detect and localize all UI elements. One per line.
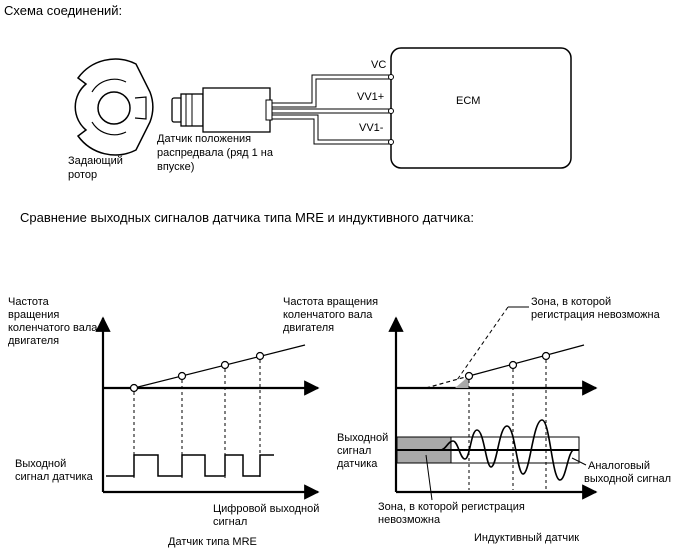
ind-analog-label-2: выходной сигнал	[584, 473, 671, 485]
mre-point-3	[220, 360, 230, 370]
ecm-box	[390, 47, 572, 169]
ind-y-lower-label-1: Выходной	[337, 432, 388, 444]
ind-zone-top-leader	[456, 306, 509, 381]
mre-line-label-2: коленчатого вала	[283, 309, 373, 321]
camshaft-sensor-icon	[171, 87, 273, 133]
ind-rpm-line	[468, 344, 585, 377]
mre-point-4	[255, 351, 265, 361]
mre-caption: Датчик типа MRE	[168, 536, 257, 548]
ind-y-lower-label-3: датчика	[337, 458, 378, 470]
mre-line-label-3: двигателя	[283, 322, 334, 334]
inductive-chart: Зона, в которой регистрация невозможна	[337, 296, 671, 544]
comparison-title: Сравнение выходных сигналов датчика типа…	[20, 210, 474, 225]
ind-analog-pointer	[571, 457, 587, 466]
ecm-pin-vv1-plus: VV1+	[357, 91, 384, 103]
ind-y-lower-label-2: сигнал	[337, 445, 371, 457]
ecm-pin-vv1-minus: VV1-	[359, 122, 384, 134]
mre-rpm-line	[133, 344, 306, 389]
mre-x-lower-label-1: Цифровой выходной	[213, 503, 319, 515]
ind-upper-dead-zone	[455, 376, 469, 388]
mre-y-upper-label-4: двигателя	[8, 335, 59, 347]
ind-caption: Индуктивный датчик	[474, 532, 579, 544]
ecm-terminals	[388, 74, 394, 145]
mre-y-lower-label-2: сигнал датчика	[15, 471, 94, 483]
rotor-label-line1: Задающий	[68, 155, 123, 167]
mre-line-label-1: Частота вращения	[283, 296, 378, 308]
connection-diagram-title: Схема соединений:	[4, 3, 122, 18]
mre-y-upper-label-2: вращения	[8, 309, 59, 321]
ind-zone-bottom-label-1: Зона, в которой регистрация	[378, 501, 525, 513]
mre-dashed-guides	[133, 360, 261, 478]
ecm-label: ECM	[456, 95, 480, 107]
timing-rotor-icon	[74, 58, 154, 156]
ind-point-2	[508, 360, 518, 370]
sensor-label-line1: Датчик положения	[157, 133, 251, 145]
ind-point-3	[541, 351, 551, 361]
ind-zone-bottom-label-2: невозможна	[378, 514, 441, 526]
wiring	[272, 74, 391, 145]
mre-rpm-points	[129, 351, 265, 393]
ind-zone-top-label-1: Зона, в которой	[531, 296, 611, 308]
rotor-label-line2: ротор	[68, 169, 97, 181]
mre-y-upper-label-1: Частота	[8, 296, 50, 308]
ind-rpm-points	[464, 351, 551, 381]
mre-x-lower-label-2: сигнал	[213, 516, 247, 528]
ind-zone-top-label-2: регистрация невозможна	[531, 309, 661, 321]
mre-chart: Частота вращения коленчатого вала двигат…	[8, 296, 378, 548]
mre-digital-signal	[106, 454, 274, 477]
sensor-label-line2: распредвала (ряд 1 на	[157, 147, 274, 159]
sensor-label-line3: впуске)	[157, 161, 194, 173]
ind-zone-bottom-pointer	[425, 454, 433, 501]
mre-y-lower-label-1: Выходной	[15, 458, 66, 470]
mre-y-upper-label-3: коленчатого вала	[8, 322, 98, 334]
ind-dashed-guides	[468, 360, 547, 490]
ecm-pin-vc: VC	[371, 59, 386, 71]
mre-point-2	[177, 371, 187, 381]
ind-point-1	[464, 371, 474, 381]
mre-point-1	[129, 383, 139, 393]
ind-analog-label-1: Аналоговый	[588, 460, 650, 472]
ind-rpm-dashed	[425, 375, 470, 389]
ind-analog-signal	[397, 419, 575, 481]
